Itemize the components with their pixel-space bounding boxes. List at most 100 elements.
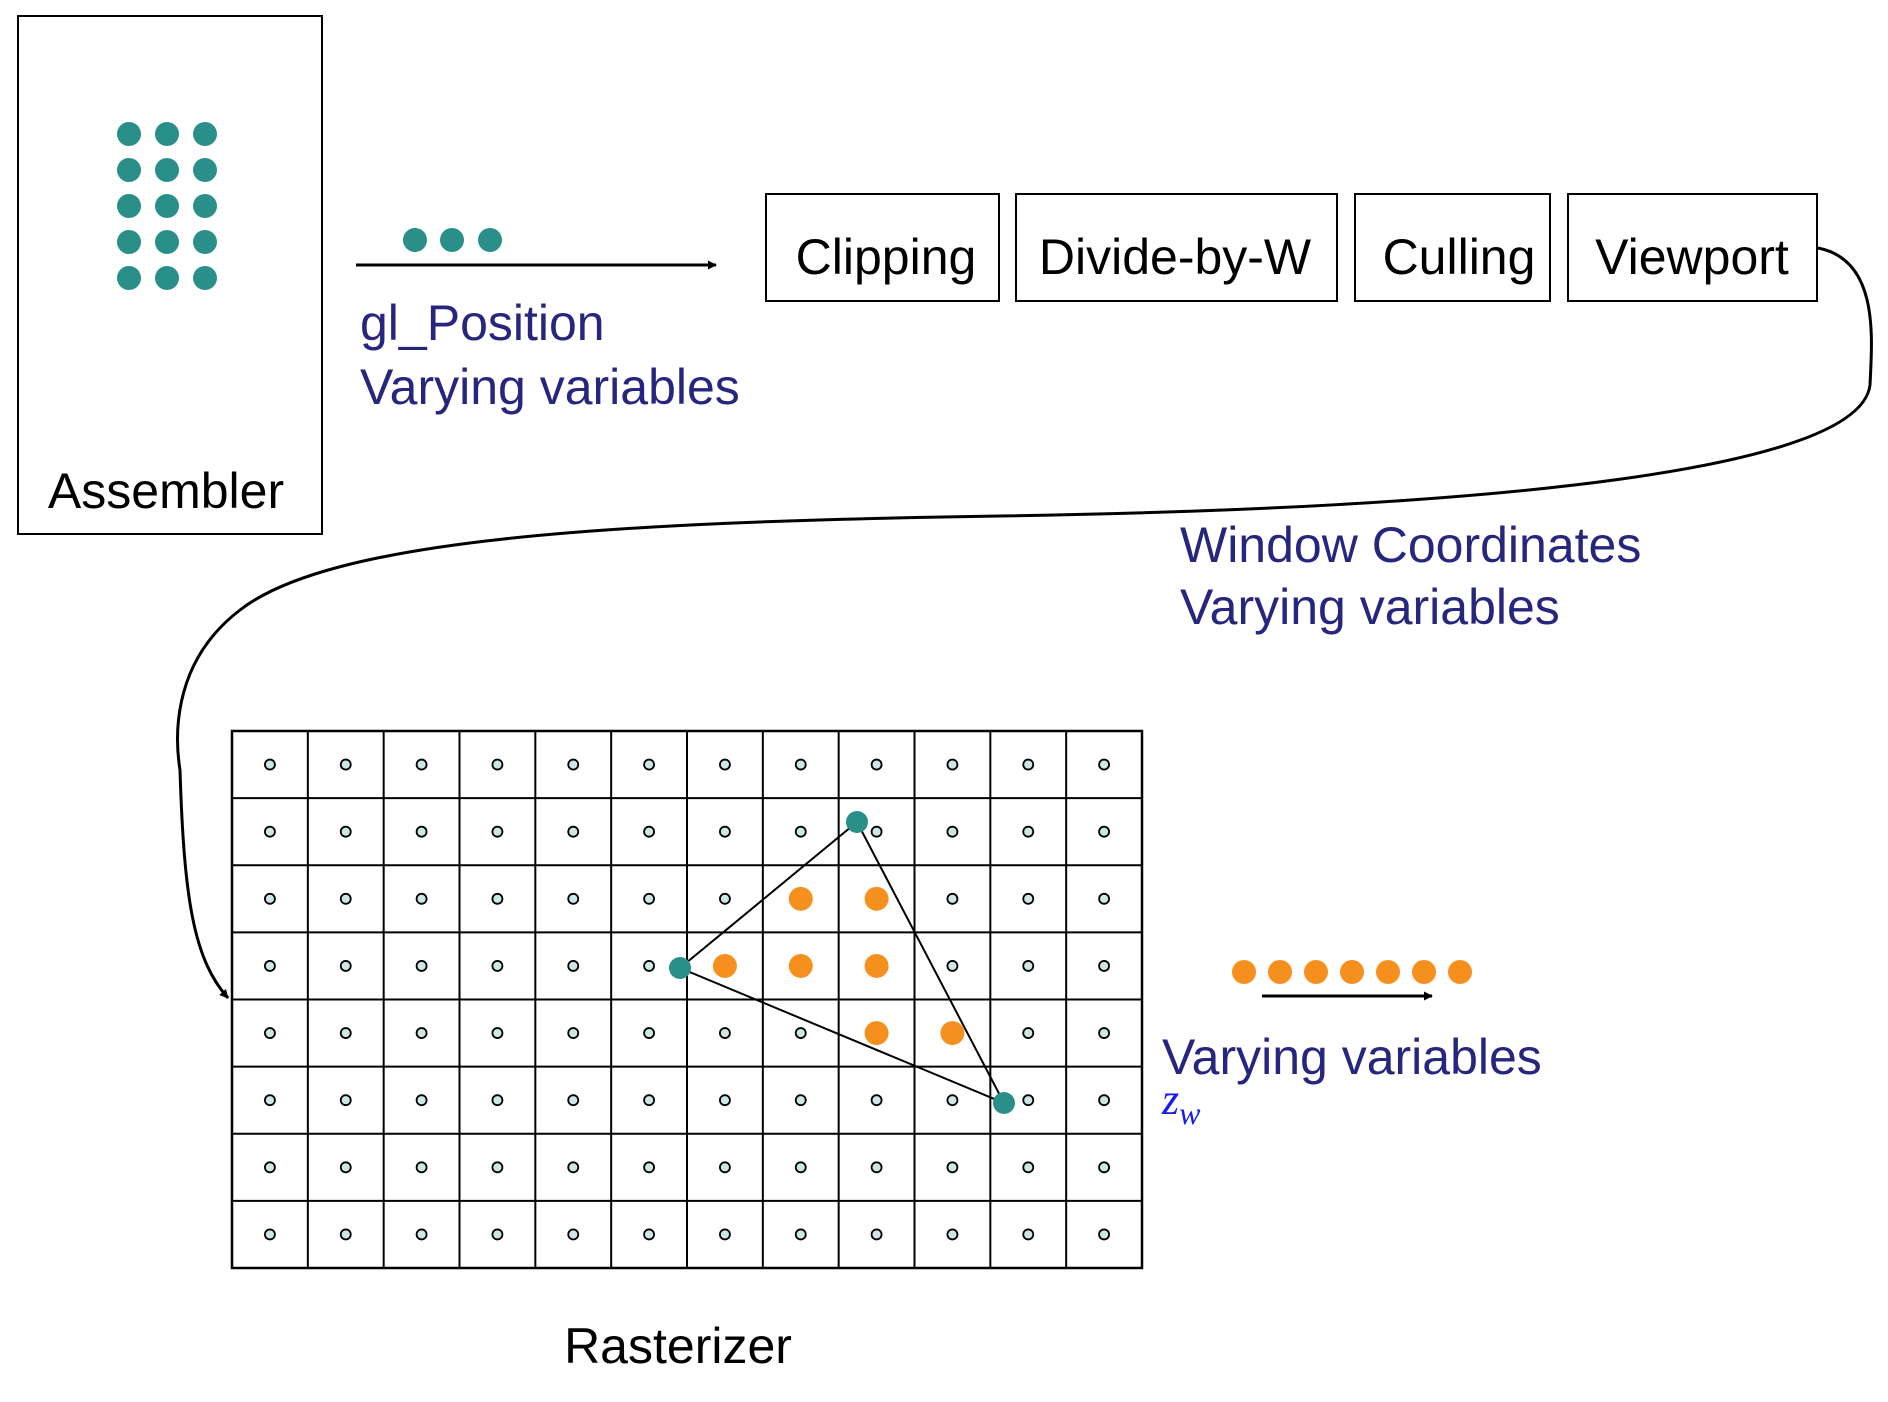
assembler-vertex-dot: [155, 230, 179, 254]
pixel-center: [946, 825, 959, 838]
pixel-center: [567, 960, 580, 972]
pixel-center: [264, 960, 276, 972]
pixel-center: [794, 1228, 807, 1241]
pixel-center: [719, 1161, 731, 1174]
culling-label: Culling: [1383, 229, 1536, 285]
pixel-center: [870, 1094, 883, 1107]
output-varying-variables-label: Varying variables: [1162, 1029, 1542, 1085]
pixel-center: [491, 892, 504, 905]
triangle-vertex: [669, 957, 691, 979]
fragment: [864, 953, 889, 978]
pixel-center: [491, 758, 504, 771]
pixel-center: [339, 1094, 352, 1107]
pixel-center: [339, 758, 352, 771]
pixel-center: [643, 1094, 655, 1107]
pixel-center: [339, 892, 352, 905]
pixel-center: [567, 825, 580, 838]
pixel-center: [415, 1161, 428, 1174]
output-fragment-dot: [1376, 960, 1400, 984]
output-fragment-dot: [1448, 960, 1472, 984]
assembler-vertex-dot: [117, 194, 141, 218]
pixel-center: [567, 1027, 580, 1039]
gl-position-label: gl_Position: [360, 295, 605, 351]
assembler-vertex-dot: [155, 266, 179, 290]
pixel-center: [339, 960, 352, 972]
pixel-center: [491, 1228, 504, 1241]
pixel-center: [794, 1161, 807, 1174]
divide-by-w-label: Divide-by-W: [1039, 229, 1312, 285]
triangle-vertex: [846, 811, 868, 833]
pixel-center: [643, 825, 655, 838]
pixel-center: [870, 758, 883, 771]
triangle-vertex: [993, 1092, 1015, 1114]
pixel-center: [1022, 758, 1035, 771]
assembler-vertex-dot: [117, 122, 141, 146]
pixel-center: [643, 758, 655, 771]
varying-variables-label: Varying variables: [360, 359, 740, 415]
pixel-center: [870, 825, 883, 838]
pixel-center: [719, 1094, 731, 1107]
assembler-vertex-dot: [117, 230, 141, 254]
pixel-center: [1098, 892, 1110, 905]
pixel-center: [1022, 960, 1035, 972]
assembler-vertex-dot: [155, 122, 179, 146]
pixel-center: [339, 825, 352, 838]
pixel-center: [1098, 1094, 1110, 1107]
divide-by-w-box: [1015, 193, 1338, 302]
assembler-box: [17, 15, 323, 535]
pixel-center: [643, 1161, 655, 1174]
pixel-center: [491, 1161, 504, 1174]
assembler-vertex-dot: [193, 194, 217, 218]
output-fragment-dot: [1340, 960, 1364, 984]
culling-box: [1354, 193, 1551, 302]
pixel-center: [264, 825, 276, 838]
pixel-center: [794, 758, 807, 771]
pixel-center: [491, 960, 504, 972]
transfer-vertex-dots: [403, 228, 502, 252]
pixel-center: [643, 892, 655, 905]
fragment: [788, 886, 813, 911]
output-fragment-dot: [1304, 960, 1328, 984]
pixel-center: [264, 892, 276, 905]
clipping-box: [765, 193, 1000, 302]
output-fragment-dots: [1232, 960, 1472, 984]
fragment: [940, 1021, 965, 1046]
assembler-vertex-dot: [193, 266, 217, 290]
pixel-center: [719, 825, 731, 838]
viewport-to-rasterizer-curve: [176, 246, 1873, 999]
pixel-center: [1098, 1161, 1110, 1174]
pixel-center: [415, 960, 428, 972]
pixel-center: [415, 1228, 428, 1241]
output-fragment-dot: [1412, 960, 1436, 984]
pixel-center: [1098, 960, 1110, 972]
pixel-center: [567, 1161, 580, 1174]
pixel-center: [264, 1161, 276, 1174]
depth-w-subscript: w: [1179, 1095, 1201, 1131]
pixel-center: [567, 892, 580, 905]
pixel-center: [643, 960, 655, 972]
pixel-center: [415, 758, 428, 771]
pixel-center: [794, 1027, 807, 1039]
fragment: [864, 886, 889, 911]
pixel-center: [946, 960, 959, 972]
pixel-center: [1022, 1094, 1035, 1107]
pixel-center: [491, 825, 504, 838]
pixel-center: [794, 1094, 807, 1107]
covered-fragments: [712, 886, 965, 1046]
assembler-vertex-dot: [193, 158, 217, 182]
pixel-center: [264, 1228, 276, 1241]
pixel-center: [491, 1027, 504, 1039]
viewport-box: [1567, 193, 1818, 302]
assembler-vertex-dot: [193, 230, 217, 254]
pixel-center: [264, 1027, 276, 1039]
triangle-vertices: [669, 811, 1015, 1114]
pixel-center: [491, 1094, 504, 1107]
pixel-center: [794, 825, 807, 838]
transfer-vertex-dot: [440, 228, 464, 252]
pixel-center: [1022, 1027, 1035, 1039]
pixel-center: [946, 1228, 959, 1241]
output-fragment-dot: [1232, 960, 1256, 984]
pixel-center: [946, 892, 959, 905]
pixel-center: [946, 1094, 959, 1107]
